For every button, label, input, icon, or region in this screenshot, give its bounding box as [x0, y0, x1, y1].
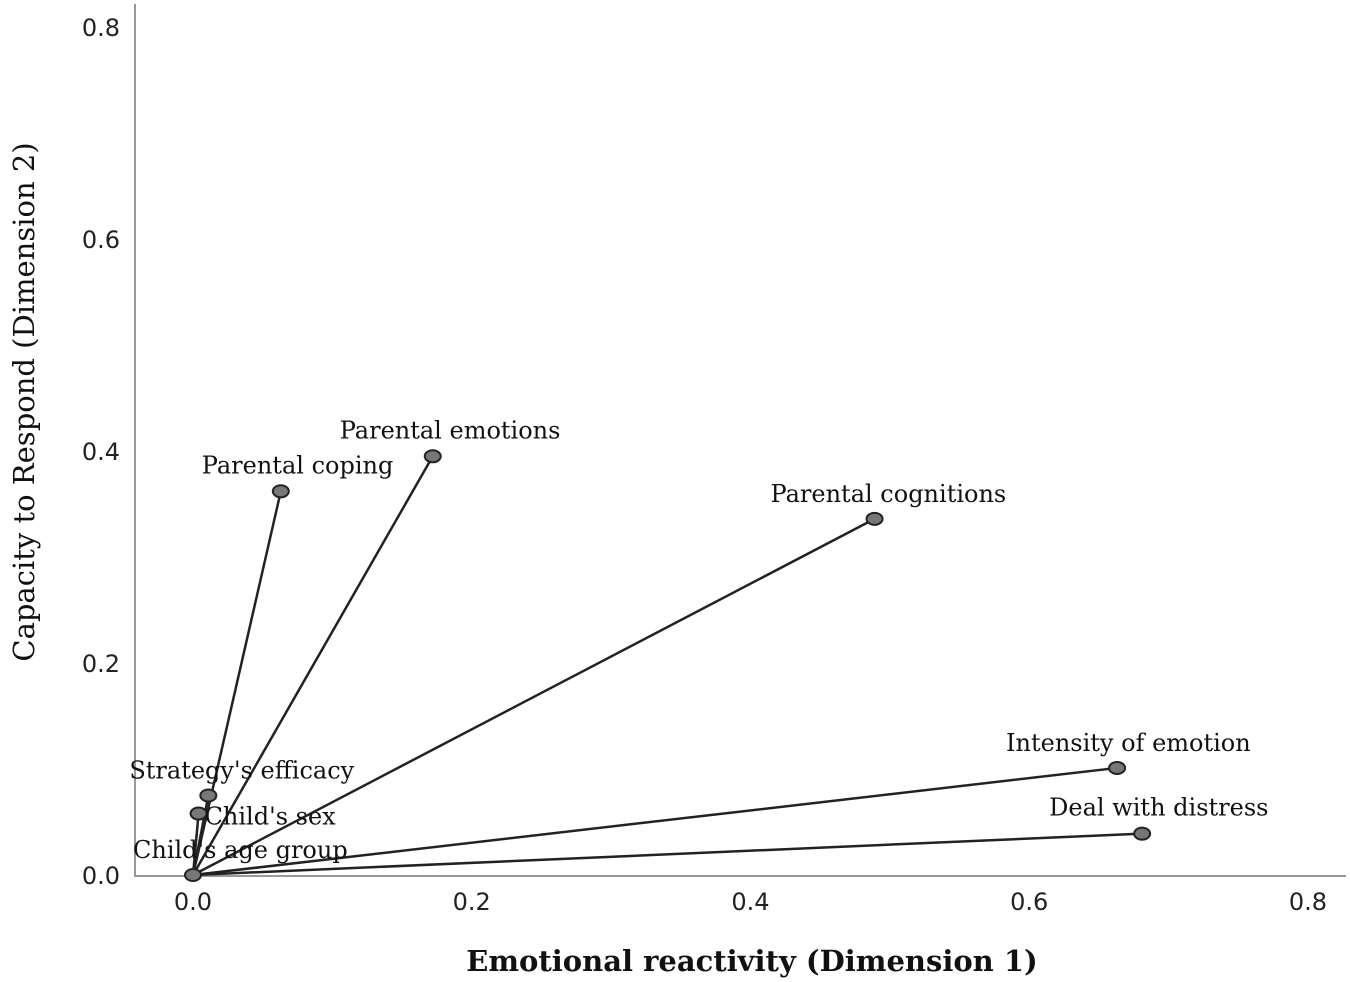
x-tick-label: 0.6 [1010, 888, 1048, 916]
point-label: Child's age group [133, 836, 348, 864]
vector-line [191, 813, 200, 876]
data-point [189, 806, 208, 821]
x-tick-label: 0.0 [174, 888, 212, 916]
point-label: Parental cognitions [771, 480, 1007, 508]
x-tick-label: 0.2 [453, 888, 491, 916]
vector-line [192, 517, 876, 877]
vectors [184, 449, 1152, 882]
y-axis-label: Capacity to Respond (Dimension 2) [7, 142, 41, 661]
y-tick-label: 0.8 [82, 14, 120, 42]
y-tick-label: 0.6 [82, 226, 120, 254]
vector-line [191, 491, 283, 876]
x-tick-label: 0.4 [731, 888, 769, 916]
y-tick-label: 0.4 [82, 438, 120, 466]
point-label: Intensity of emotion [1006, 729, 1251, 757]
data-point [423, 449, 442, 464]
point-label: Child's sex [205, 803, 337, 831]
y-tick-label: 0.0 [82, 862, 120, 890]
vector-line [192, 766, 1118, 877]
y-tick-label: 0.2 [82, 650, 120, 678]
data-point [865, 511, 884, 526]
x-tick-label: 0.8 [1289, 888, 1327, 916]
vector-line [192, 832, 1143, 877]
data-point [271, 484, 290, 499]
point-label: Parental coping [202, 451, 394, 479]
x-axis-label: Emotional reactivity (Dimension 1) [466, 944, 1038, 978]
point-label: Strategy's efficacy [129, 757, 354, 785]
point-label: Deal with distress [1049, 794, 1268, 822]
vector-line [191, 455, 434, 876]
point-label: Parental emotions [340, 416, 561, 444]
data-point [1133, 826, 1152, 841]
data-point [199, 788, 218, 803]
vector-line [191, 795, 210, 876]
data-point [184, 868, 202, 882]
data-point [1108, 760, 1127, 775]
axes: 0.0 0.2 0.4 0.6 0.8 0.0 0.2 0.4 0.6 0.8 [82, 4, 1346, 916]
